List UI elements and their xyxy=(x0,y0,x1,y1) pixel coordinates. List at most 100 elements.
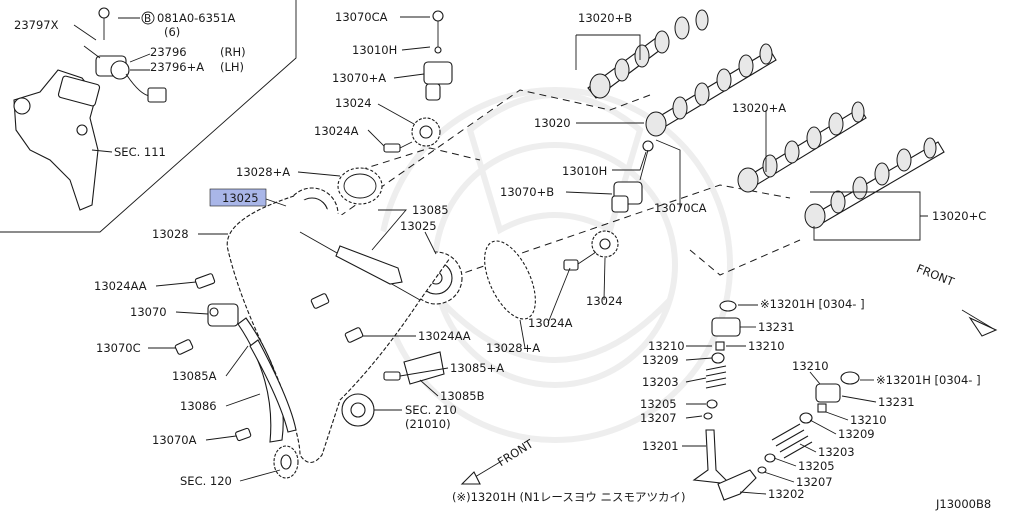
diagram-id: J13000B8 xyxy=(935,497,991,511)
secondary-chain-13028a-lower[interactable] xyxy=(474,233,546,326)
label-sec111[interactable]: SEC. 111 xyxy=(114,145,166,159)
label-13070[interactable]: 13070 xyxy=(130,305,167,319)
label-13028[interactable]: 13028 xyxy=(152,227,189,241)
label-13085b-plus[interactable]: 13085+A xyxy=(450,361,504,375)
label-13024aa-left[interactable]: 13024AA xyxy=(94,279,147,293)
label-23796[interactable]: 23796 xyxy=(150,45,187,59)
label-13205-exhaust[interactable]: 13205 xyxy=(798,459,835,473)
camshaft-13020c[interactable] xyxy=(804,137,945,229)
label-13085[interactable]: 13085 xyxy=(412,203,449,217)
label-23796a-side: (LH) xyxy=(220,60,244,74)
label-13028a-mid[interactable]: 13028+A xyxy=(486,341,540,355)
valve-train-intake[interactable] xyxy=(692,300,741,485)
camshaft-13020[interactable] xyxy=(645,43,777,137)
bolt-13024a-mid[interactable] xyxy=(563,251,597,271)
cylinder-head-outline-lh xyxy=(419,184,791,289)
front-arrow-right-icon xyxy=(961,309,998,337)
front-arrow-lower-icon xyxy=(460,461,501,485)
sprocket-13024-mid[interactable] xyxy=(591,230,619,258)
label-13070a[interactable]: 13070+A xyxy=(332,71,386,85)
label-13207[interactable]: 13207 xyxy=(640,411,677,425)
label-13210-exhaust[interactable]: 13210 xyxy=(850,413,887,427)
label-13020b[interactable]: 13020+B xyxy=(578,11,632,25)
label-13070ca-top[interactable]: 13070CA xyxy=(335,10,388,24)
label-13070b[interactable]: 13070+B xyxy=(500,185,554,199)
label-13024-mid[interactable]: 13024 xyxy=(586,294,623,308)
label-13201h-intake[interactable]: ※13201H [0304- ] xyxy=(760,297,865,311)
bolt-13070c[interactable] xyxy=(174,339,194,355)
label-13202[interactable]: 13202 xyxy=(768,487,805,501)
label-13025[interactable]: 13025 xyxy=(400,219,437,233)
label-13203[interactable]: 13203 xyxy=(642,375,679,389)
label-sec210[interactable]: SEC. 210 xyxy=(405,403,457,417)
bolt-13070a-lower[interactable] xyxy=(235,427,252,442)
label-13070a-lower[interactable]: 13070A xyxy=(152,433,197,447)
label-13010h-mid[interactable]: 13010H xyxy=(562,164,607,178)
oil-pump-sprocket[interactable] xyxy=(341,393,375,427)
label-bolt-code: B xyxy=(144,13,151,25)
label-13070c[interactable]: 13070C xyxy=(96,341,141,355)
chain-tensioner-13070[interactable] xyxy=(207,303,239,327)
inset-frame xyxy=(0,0,297,233)
label-23796-side: (RH) xyxy=(220,45,246,59)
valve-train-exhaust[interactable] xyxy=(717,371,860,501)
vtc-solenoid-13070b[interactable] xyxy=(611,140,654,213)
label-13201[interactable]: 13201 xyxy=(642,439,679,453)
label-bolt-qty: (6) xyxy=(164,25,180,39)
label-13020[interactable]: 13020 xyxy=(534,116,571,130)
label-sec210-sub: (21010) xyxy=(405,417,451,431)
label-13070ca-mid[interactable]: 13070CA xyxy=(654,201,707,215)
label-13025-highlighted[interactable]: 13025 xyxy=(222,191,259,205)
cam-sensor-assembly[interactable] xyxy=(13,7,167,211)
crank-sprocket[interactable] xyxy=(273,445,299,479)
camshaft-13020a[interactable] xyxy=(737,101,867,193)
cylinder-head-outline-rh xyxy=(319,89,651,231)
camshaft-13020b[interactable] xyxy=(587,9,709,99)
chain-guide-13085b[interactable] xyxy=(383,351,445,385)
label-13020a[interactable]: 13020+A xyxy=(732,101,786,115)
bolt-circle-marker-icon xyxy=(141,11,155,25)
label-13205[interactable]: 13205 xyxy=(640,397,677,411)
bolt-13024aa-center[interactable] xyxy=(310,293,364,343)
secondary-chain-13028a-upper[interactable] xyxy=(337,167,383,205)
label-23796a[interactable]: 23796+A xyxy=(150,60,204,74)
label-13231-intake[interactable]: 13231 xyxy=(758,320,795,334)
chain-tensioner-13070a[interactable] xyxy=(423,10,453,101)
label-13210-left[interactable]: 13210 xyxy=(648,339,685,353)
label-13210-top[interactable]: 13210 xyxy=(792,359,829,373)
cylinder-head-outline-lower xyxy=(689,239,801,276)
label-13024a-top[interactable]: 13024A xyxy=(314,124,359,138)
label-13028a-top[interactable]: 13028+A xyxy=(236,165,290,179)
label-sec120[interactable]: SEC. 120 xyxy=(180,474,232,488)
label-13203-exhaust[interactable]: 13203 xyxy=(818,445,855,459)
chain-guide-13085[interactable] xyxy=(335,245,403,285)
label-13024a-mid[interactable]: 13024A xyxy=(528,316,573,330)
label-bolt-part[interactable]: 081A0-6351A xyxy=(157,11,236,25)
sprocket-13024-upper[interactable] xyxy=(411,117,441,147)
label-13201h-exhaust[interactable]: ※13201H [0304- ] xyxy=(876,373,981,387)
label-23797x[interactable]: 23797X xyxy=(14,18,59,32)
label-13207-exhaust[interactable]: 13207 xyxy=(796,475,833,489)
label-13085a[interactable]: 13085A xyxy=(172,369,217,383)
label-front-right: FRONT xyxy=(914,261,957,289)
bolt-13024aa-left[interactable] xyxy=(194,273,216,289)
label-13010h-top[interactable]: 13010H xyxy=(352,43,397,57)
chain-guide-13086[interactable] xyxy=(249,339,297,433)
label-13086[interactable]: 13086 xyxy=(180,399,217,413)
label-13085b[interactable]: 13085B xyxy=(440,389,485,403)
label-front-lower: FRONT xyxy=(495,436,537,469)
label-13020c[interactable]: 13020+C xyxy=(932,209,986,223)
selected-part-highlight xyxy=(209,188,267,207)
bolt-13024a-upper[interactable] xyxy=(383,141,413,153)
label-13209[interactable]: 13209 xyxy=(642,353,679,367)
label-13209-exhaust[interactable]: 13209 xyxy=(838,427,875,441)
label-13024aa-center[interactable]: 13024AA xyxy=(418,329,471,343)
label-13024-top[interactable]: 13024 xyxy=(335,96,372,110)
label-13231-exhaust[interactable]: 13231 xyxy=(878,395,915,409)
label-13210-right[interactable]: 13210 xyxy=(748,339,785,353)
callout-labels: 23797X B 081A0-6351A (6) 23796 (RH) 2379… xyxy=(14,10,991,511)
footnote-text: (※)13201H (N1レースヨウ ニスモアツカイ) xyxy=(452,490,685,504)
watermark-emblem xyxy=(377,87,733,443)
